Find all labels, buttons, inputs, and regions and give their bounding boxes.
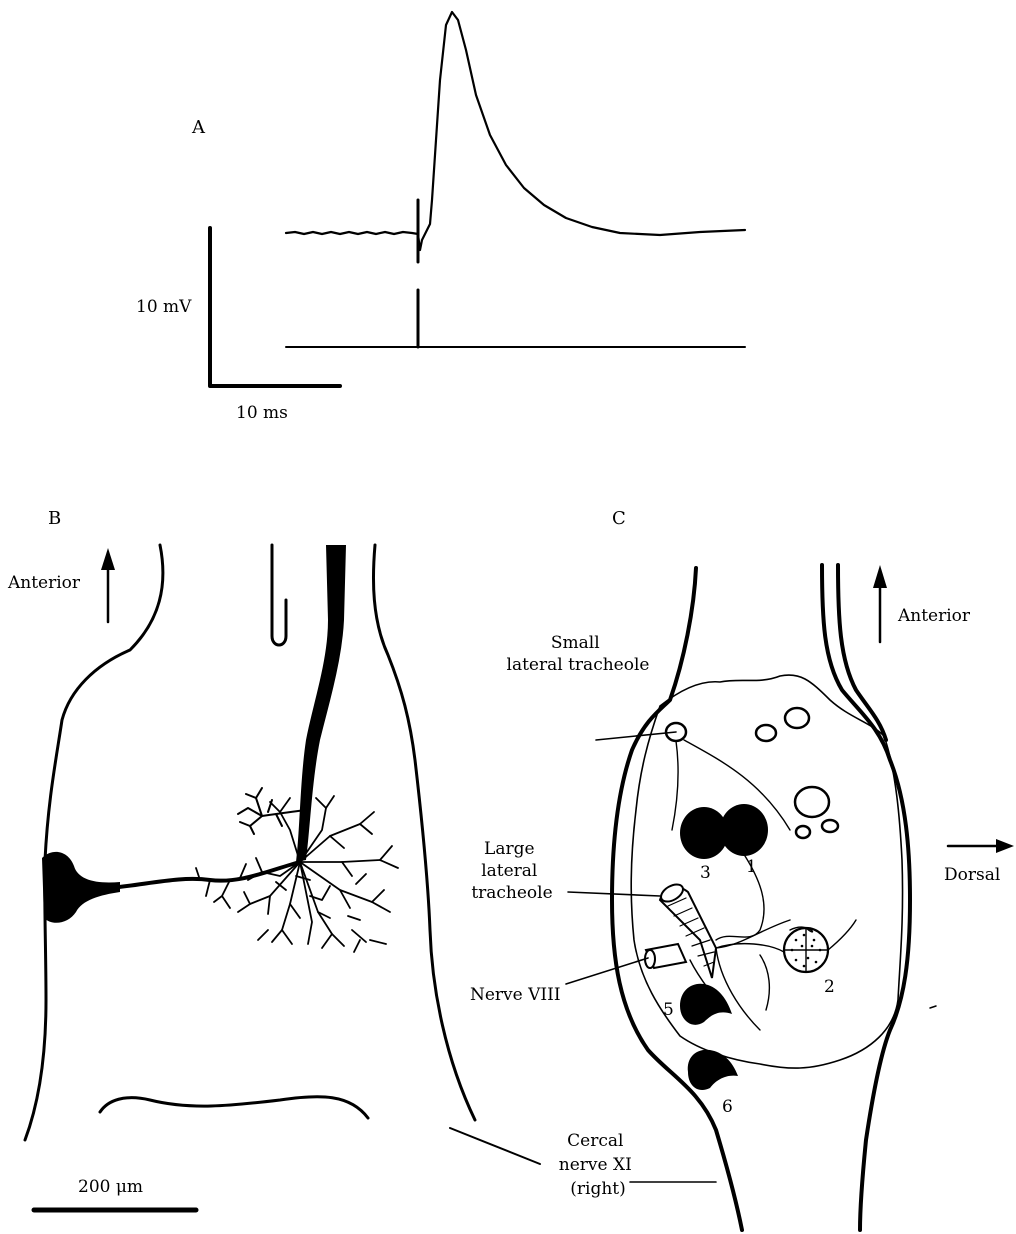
cell-body-6 [688, 1050, 738, 1090]
label-cercal-nerve: Cercal nerve XI (right) [559, 1131, 637, 1199]
panel-a: A 10 mV 10 ms [136, 12, 745, 423]
scale-voltage-label: 10 mV [136, 297, 192, 317]
cell-body-1 [720, 804, 768, 856]
cell-label-6: 6 [722, 1097, 733, 1117]
cell-label-2: 2 [824, 977, 835, 997]
cell-label-3: 3 [700, 863, 711, 883]
panel-a-letter: A [191, 117, 206, 138]
anterior-label-b: Anterior [7, 573, 81, 593]
cell-label-5: 5 [663, 1000, 674, 1020]
scale-bar-b-label: 200 μm [78, 1177, 143, 1197]
leader-nerve-viii [566, 958, 648, 984]
cell-body-5 [680, 984, 732, 1025]
dorsal-arrowhead [996, 839, 1014, 853]
anterior-arrowhead-c [873, 565, 887, 588]
scale-time-label: 10 ms [236, 403, 288, 423]
anterior-arrowhead-b [101, 548, 115, 570]
label-small-tracheole: Small lateral tracheole [507, 633, 650, 675]
small-nerve-loop [272, 545, 286, 645]
leader-cercal-b [450, 1128, 540, 1164]
anterior-label-c: Anterior [897, 606, 971, 626]
ganglion-outline-right [373, 545, 475, 1120]
ganglion-c-outline-right [822, 565, 910, 1230]
dendritic-arbor [196, 796, 398, 952]
label-large-tracheole: Large lateral tracheole [471, 839, 552, 903]
tick-mark [930, 1006, 936, 1008]
axon-bundle [296, 545, 346, 862]
ganglion-posterior-edge [100, 1097, 368, 1118]
scale-bar-a [210, 228, 340, 386]
voltage-trace [286, 12, 745, 250]
label-nerve-viii: Nerve VIII [470, 985, 561, 1005]
dorsal-label: Dorsal [944, 865, 1000, 885]
panel-b: B Anterior [7, 508, 475, 1210]
panel-c-letter: C [612, 508, 626, 529]
ganglion-outline-left [25, 545, 163, 1140]
nerve-viii-stub [645, 944, 686, 968]
upper-dendrite-arbor [238, 788, 306, 834]
panel-c: C Anterior Dorsal 3 1 [450, 508, 1014, 1230]
panel-b-letter: B [48, 508, 61, 529]
